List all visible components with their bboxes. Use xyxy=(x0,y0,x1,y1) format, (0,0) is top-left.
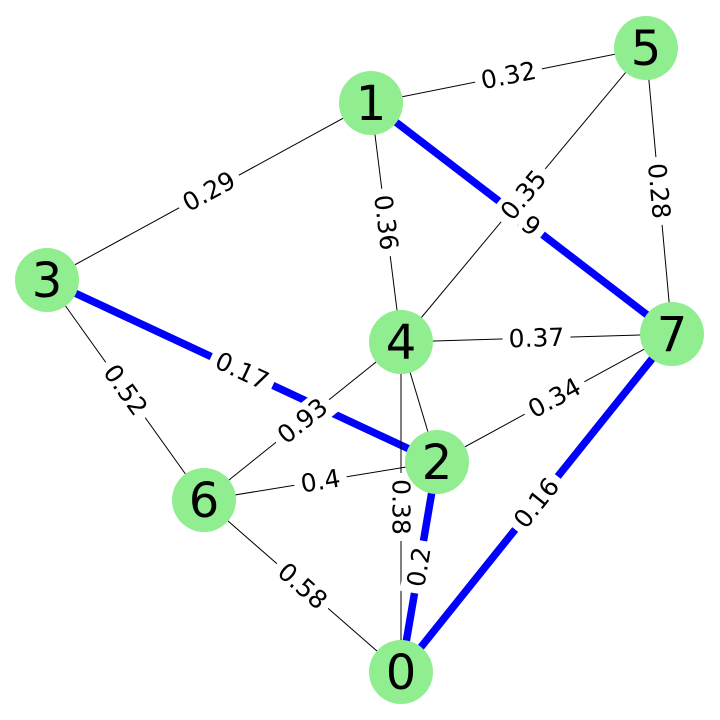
node-circle xyxy=(15,248,79,312)
edge-label-4-0: 0.38 xyxy=(386,473,416,541)
edge-label-background xyxy=(517,368,592,428)
node-0: 0 xyxy=(369,640,433,704)
node-circle xyxy=(369,640,433,704)
edge-label-background xyxy=(267,552,338,620)
edge-label-background xyxy=(386,473,416,541)
edge-label-background xyxy=(640,155,678,227)
edge-label-6-0: 0.58 xyxy=(267,552,338,620)
node-circle xyxy=(614,16,678,80)
edge-weight-label: 0.17 xyxy=(211,346,274,396)
edge-label-1-5: 0.32 xyxy=(472,54,545,97)
node-label: 0 xyxy=(386,645,417,701)
node-label: 1 xyxy=(356,76,387,132)
edge-weight-label: 0.2 xyxy=(401,545,436,589)
node-4: 4 xyxy=(369,310,433,374)
edge-label-6-2: 0.4 xyxy=(291,461,350,501)
edge-label-background xyxy=(291,461,350,501)
node-circle xyxy=(405,430,469,494)
edge-label-3-2: 0.17 xyxy=(204,343,280,399)
edge-label-background xyxy=(399,538,439,596)
node-1: 1 xyxy=(339,71,403,135)
edge-label-3-6: 0.52 xyxy=(93,353,158,427)
node-label: 4 xyxy=(386,315,417,371)
edge-label-7-2: 0.34 xyxy=(517,368,592,428)
node-label: 2 xyxy=(422,435,453,491)
node-circle xyxy=(640,302,704,366)
edge-label-background xyxy=(204,343,280,399)
node-6: 6 xyxy=(172,468,236,532)
edge-weight-label: 0.38 xyxy=(387,479,416,535)
edge-label-background xyxy=(171,162,247,221)
node-label: 3 xyxy=(32,253,63,309)
edge-label-background xyxy=(93,353,158,427)
edge-label-background xyxy=(490,159,557,231)
node-2: 2 xyxy=(405,430,469,494)
edge-weight-label: 0.36 xyxy=(368,193,404,252)
edge-label-background xyxy=(503,467,570,539)
edge-weight-label: 0.28 xyxy=(642,162,676,220)
edge-weight-label: 0.37 xyxy=(508,323,565,354)
edge-label-4-7: 0.37 xyxy=(502,322,571,354)
nodes-layer: 0 1 2 3 4 5 6 7 xyxy=(15,16,704,704)
edges-layer xyxy=(45,47,675,675)
edge-label-background xyxy=(366,186,406,259)
node-circle xyxy=(172,468,236,532)
node-label: 7 xyxy=(657,307,688,363)
edge-label-1-4: 0.36 xyxy=(366,186,406,259)
node-label: 5 xyxy=(631,21,662,77)
edge-label-background xyxy=(266,388,339,454)
edge-label-background xyxy=(502,322,571,354)
node-circle xyxy=(339,71,403,135)
node-7: 7 xyxy=(640,302,704,366)
node-circle xyxy=(369,310,433,374)
edge-label-1-3: 0.29 xyxy=(171,162,247,221)
edge-weight-label: 0.4 xyxy=(299,463,343,498)
edge-weight-label: 0.32 xyxy=(478,56,538,95)
node-5: 5 xyxy=(614,16,678,80)
node-3: 3 xyxy=(15,248,79,312)
edge-label-background xyxy=(472,54,545,97)
node-label: 6 xyxy=(189,473,220,529)
edge-label-2-0: 0.2 xyxy=(399,538,439,596)
edge-label-5-7: 0.28 xyxy=(640,155,678,227)
